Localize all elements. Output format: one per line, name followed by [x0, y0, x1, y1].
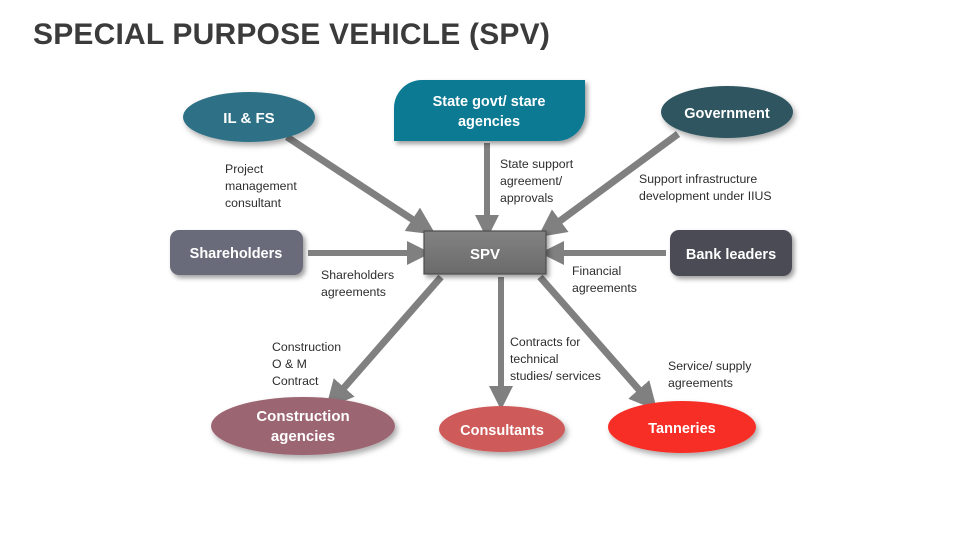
- svg-text:consultant: consultant: [225, 196, 282, 210]
- edge-labels-layer: Project management consultant State supp…: [225, 157, 772, 390]
- connector-spv-to-construction: [325, 274, 444, 409]
- svg-text:Construction: Construction: [272, 340, 341, 354]
- node-shareholders[interactable]: Shareholders: [170, 230, 303, 275]
- node-consultants-shape: [439, 406, 565, 452]
- page-title: SPECIAL PURPOSE VEHICLE (SPV): [33, 18, 551, 51]
- svg-text:management: management: [225, 179, 297, 193]
- svg-text:Shareholders: Shareholders: [321, 268, 394, 282]
- connector-government-to-spv: [537, 131, 681, 238]
- node-state-govt[interactable]: State govt/ stare agencies: [394, 80, 585, 141]
- svg-text:State support: State support: [500, 157, 574, 171]
- node-consultants-label: Consultants: [460, 423, 544, 439]
- node-tanneries[interactable]: Tanneries: [608, 401, 756, 453]
- node-shareholders-label: Shareholders: [190, 246, 283, 262]
- node-bank-leaders-label: Bank leaders: [686, 247, 776, 263]
- node-government-label: Government: [684, 106, 770, 122]
- svg-text:development under IIUS: development under IIUS: [639, 189, 772, 203]
- edge-label-state-support-agreement: State support agreement/ approvals: [500, 157, 574, 205]
- svg-text:agreement/: agreement/: [500, 174, 563, 188]
- edge-label-shareholders-agreements: Shareholders agreements: [321, 268, 394, 299]
- svg-text:O & M: O & M: [272, 357, 307, 371]
- node-state-govt-label-line1: State govt/ stare: [433, 94, 546, 110]
- connector-ilfs-to-spv: [285, 134, 436, 235]
- node-construction-agencies-shape: [211, 397, 395, 455]
- node-spv-shape: [423, 230, 547, 275]
- node-ilfs[interactable]: IL & FS: [183, 92, 315, 142]
- node-spv[interactable]: SPV: [423, 230, 547, 275]
- svg-text:agreements: agreements: [572, 281, 637, 295]
- node-bank-leaders[interactable]: Bank leaders: [670, 230, 792, 276]
- svg-text:approvals: approvals: [500, 191, 553, 205]
- node-tanneries-label: Tanneries: [648, 421, 715, 437]
- node-government-shape: [661, 86, 793, 138]
- edge-label-service-supply-agreements: Service/ supply agreements: [668, 359, 752, 390]
- node-shareholders-shape: [170, 230, 303, 275]
- svg-text:Contracts for: Contracts for: [510, 335, 580, 349]
- svg-text:technical: technical: [510, 352, 559, 366]
- node-ilfs-label: IL & FS: [223, 110, 274, 127]
- connector-spv-to-tanneries: [537, 274, 658, 411]
- node-state-govt-shape: [394, 80, 585, 141]
- node-state-govt-label-line2: agencies: [458, 114, 520, 130]
- edge-label-contracts-technical-studies: Contracts for technical studies/ service…: [510, 335, 601, 383]
- node-construction-agencies[interactable]: Construction agencies: [211, 397, 395, 455]
- svg-text:studies/ services: studies/ services: [510, 369, 601, 383]
- svg-text:Project: Project: [225, 162, 264, 176]
- svg-text:Service/ supply: Service/ supply: [668, 359, 752, 373]
- edge-label-support-infrastructure: Support infrastructure development under…: [639, 172, 772, 203]
- node-construction-agencies-label-line2: agencies: [271, 428, 335, 445]
- node-government[interactable]: Government: [661, 86, 793, 138]
- svg-text:Financial: Financial: [572, 264, 621, 278]
- connectors-layer: [285, 131, 681, 411]
- node-consultants[interactable]: Consultants: [439, 406, 565, 452]
- node-ilfs-shape: [183, 92, 315, 142]
- svg-text:Contract: Contract: [272, 374, 319, 388]
- edge-label-construction-om-contract: Construction O & M Contract: [272, 340, 341, 388]
- node-bank-leaders-shape: [670, 230, 792, 276]
- svg-text:agreements: agreements: [668, 376, 733, 390]
- node-spv-label: SPV: [470, 246, 500, 263]
- edge-label-financial-agreements: Financial agreements: [572, 264, 637, 295]
- svg-text:agreements: agreements: [321, 285, 386, 299]
- node-construction-agencies-label-line1: Construction: [256, 408, 349, 425]
- node-tanneries-shape: [608, 401, 756, 453]
- edge-label-project-management-consultant: Project management consultant: [225, 162, 297, 210]
- svg-text:Support infrastructure: Support infrastructure: [639, 172, 757, 186]
